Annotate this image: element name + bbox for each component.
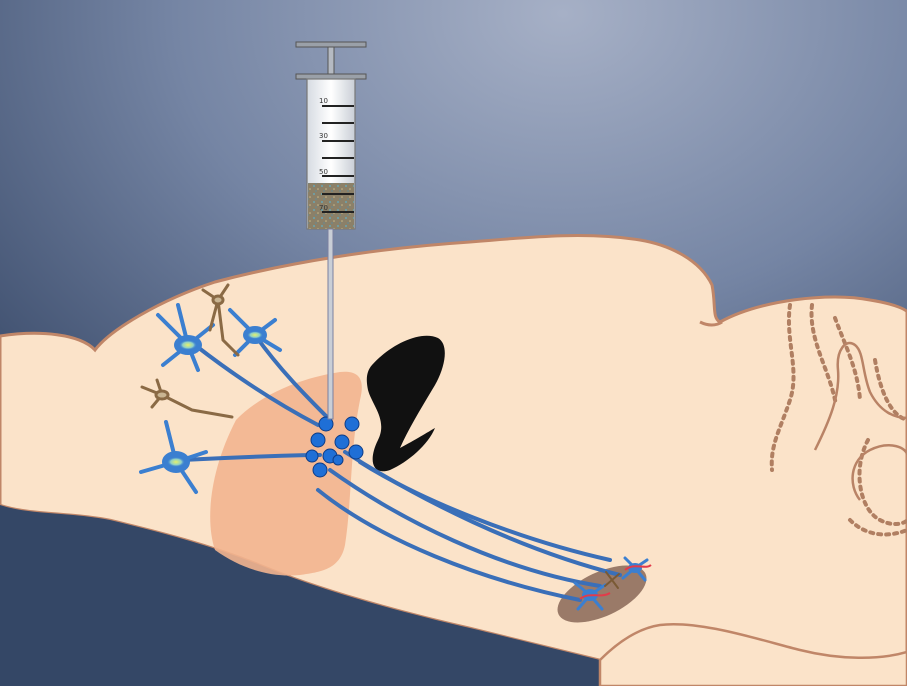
barrel-flange	[296, 74, 366, 79]
cell-suspension	[308, 183, 354, 229]
scale-label: 30	[319, 132, 328, 140]
scale-label: 10	[319, 97, 328, 105]
syringe-needle	[328, 229, 333, 419]
plunger-rod	[328, 47, 334, 75]
plunger-cap	[296, 42, 366, 47]
scale-label: 50	[319, 168, 328, 176]
scale-label: 70	[319, 204, 328, 212]
